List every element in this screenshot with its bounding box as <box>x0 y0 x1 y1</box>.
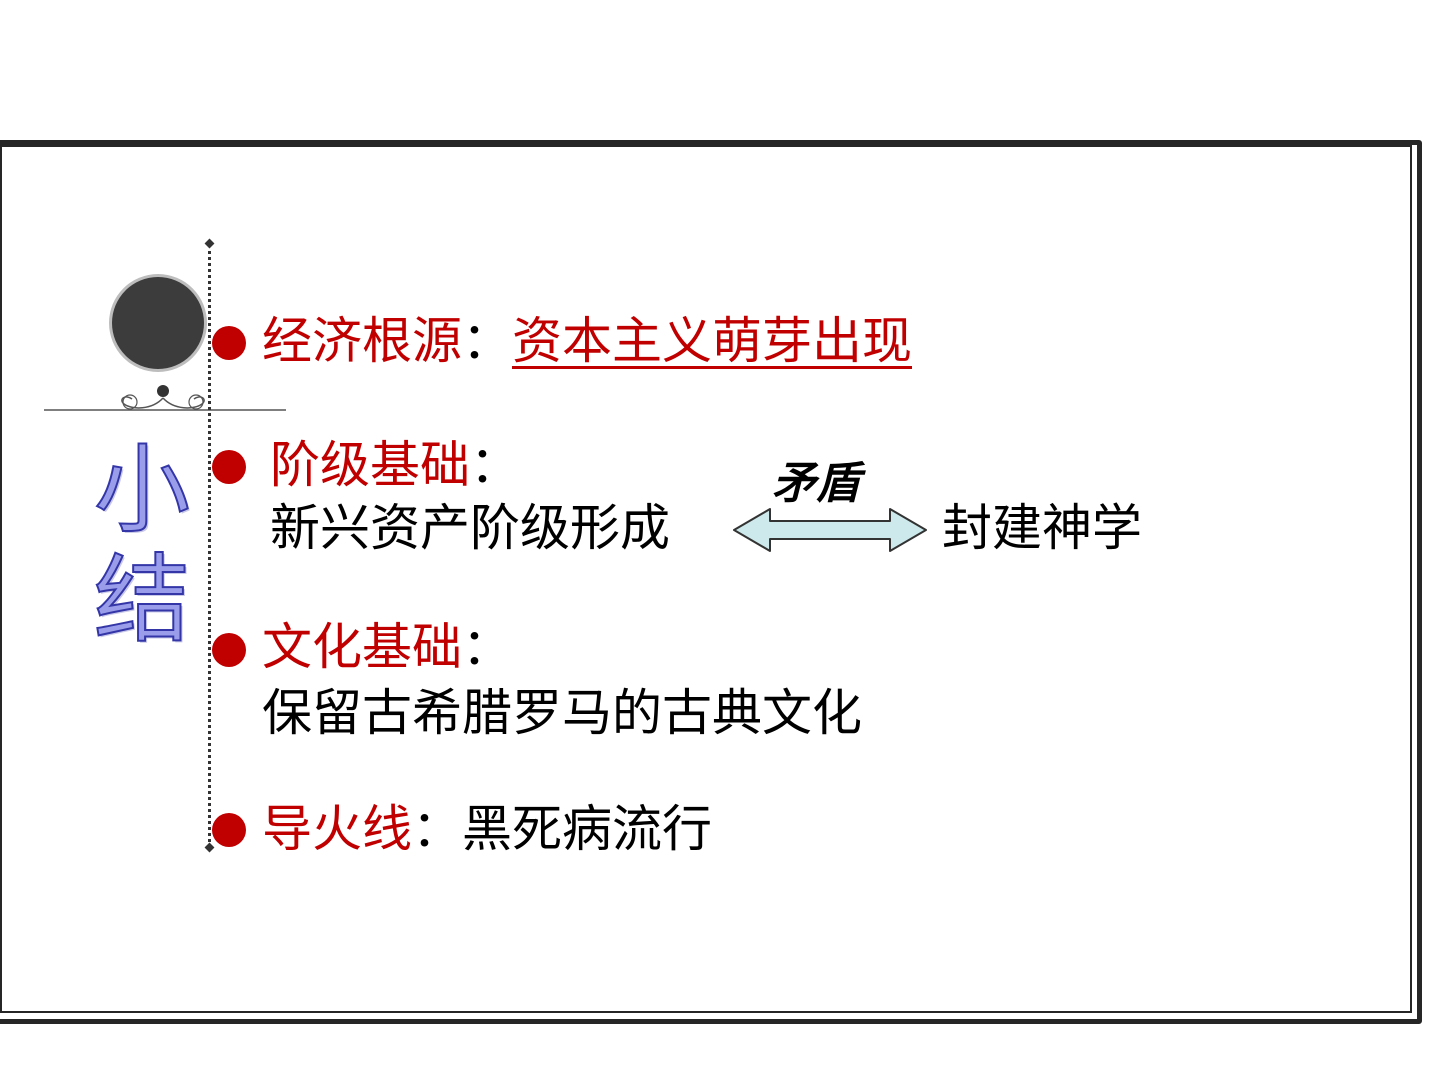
item-economic-root: 经济根源：资本主义萌芽出现 <box>262 316 912 366</box>
bullet-icon <box>212 813 246 847</box>
slide-frame-inner <box>0 145 1412 1013</box>
relation-label: 矛盾 <box>772 458 860 509</box>
item-separator: ： <box>462 618 512 676</box>
class-right-text: 封建神学 <box>942 499 1142 557</box>
summary-title-char-1: 小 <box>93 434 191 546</box>
item-value: 资本主义萌芽出现 <box>512 312 912 370</box>
item-label: 经济根源 <box>262 312 462 370</box>
decorative-circle <box>112 277 204 369</box>
timeline-dotted-line <box>208 244 211 848</box>
bullet-icon <box>212 633 246 667</box>
bullet-icon <box>212 450 246 484</box>
item-label: 阶级基础 <box>270 436 470 494</box>
swirl-ornament-icon <box>44 385 286 411</box>
item-value: 黑死病流行 <box>462 800 712 858</box>
summary-title-char-2: 结 <box>93 544 191 656</box>
double-arrow-icon <box>733 508 927 552</box>
bullet-icon <box>212 326 246 360</box>
item-culture-basis: 文化基础： <box>262 622 512 672</box>
item-trigger: 导火线：黑死病流行 <box>262 804 712 854</box>
item-separator: ： <box>470 436 520 494</box>
slide-frame-outer <box>0 140 1422 1024</box>
culture-value-text: 保留古希腊罗马的古典文化 <box>262 684 862 742</box>
item-separator: ： <box>412 800 462 858</box>
class-left-text: 新兴资产阶级形成 <box>270 499 670 557</box>
item-separator: ： <box>462 312 512 370</box>
item-label: 文化基础 <box>262 618 462 676</box>
item-class-basis: 阶级基础： <box>270 440 520 490</box>
item-label: 导火线 <box>262 800 412 858</box>
